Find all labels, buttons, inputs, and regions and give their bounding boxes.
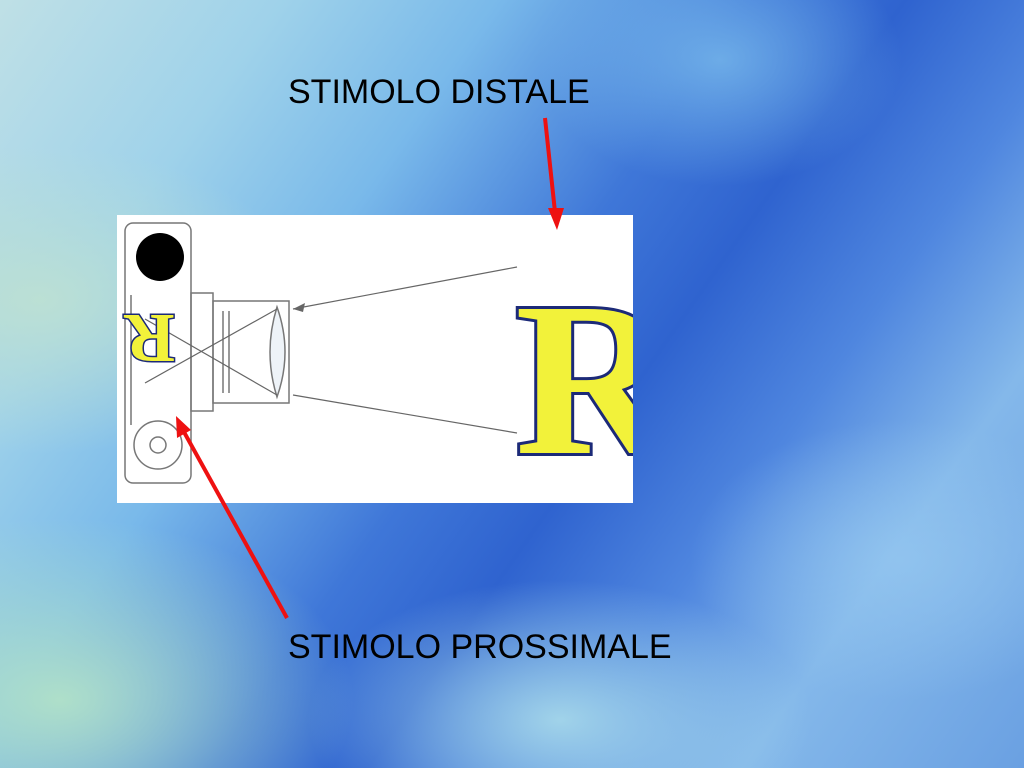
camera-icon: [124, 222, 290, 484]
arrow-proximal: [176, 416, 289, 619]
lens-barrel: [212, 300, 290, 404]
camera-bottom-knob: [133, 420, 183, 470]
light-rays: [144, 266, 518, 434]
label-stimolo-prossimale: STIMOLO PROSSIMALE: [288, 628, 672, 666]
ray-arrowhead: [293, 303, 305, 312]
label-stimolo-distale: STIMOLO DISTALE: [288, 73, 590, 111]
image-letter: R: [123, 299, 175, 376]
arrow-distal: [543, 117, 564, 230]
lens-icon: [269, 304, 286, 400]
camera-knob: [136, 233, 184, 281]
